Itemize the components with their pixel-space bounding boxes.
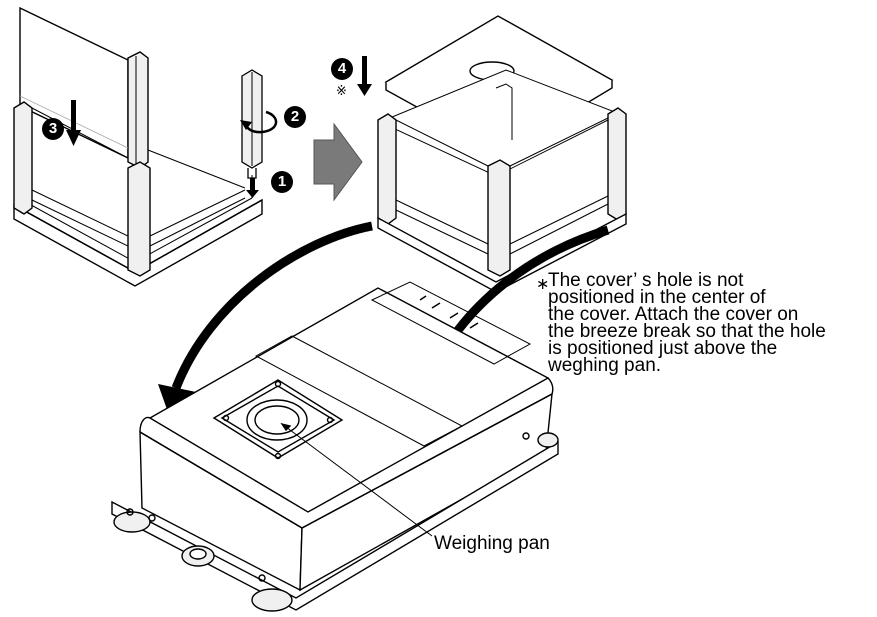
leveling-foot — [251, 588, 293, 612]
step-2-marker: 2 — [284, 106, 306, 128]
left-breeze-break — [13, 6, 263, 287]
step-4-note-mark: ※ — [336, 84, 347, 99]
weighing-pan-label: Weighing pan — [434, 533, 550, 554]
leveling-foot — [113, 511, 151, 533]
note-asterisk: ∗ — [536, 276, 550, 293]
down-arrow-icon — [357, 56, 372, 96]
right-breeze-break — [377, 15, 627, 293]
step-4-marker: 4 — [331, 58, 353, 80]
loose-post — [241, 69, 263, 179]
step-1-marker: 1 — [271, 171, 293, 193]
rotate-arrow-icon — [240, 110, 278, 134]
down-arrow-icon — [246, 178, 259, 198]
balance-body — [111, 281, 559, 612]
leveling-foot — [537, 432, 559, 448]
down-arrow-icon — [66, 100, 81, 146]
note-text: The cover’ s hole is not positioned in t… — [548, 270, 826, 376]
cover-hole-note: ∗ The cover’ s hole is not positioned in… — [536, 270, 874, 376]
weighing-pan-leader — [281, 423, 433, 537]
step-3-marker: 3 — [42, 118, 64, 140]
progress-arrow-icon — [313, 122, 363, 202]
